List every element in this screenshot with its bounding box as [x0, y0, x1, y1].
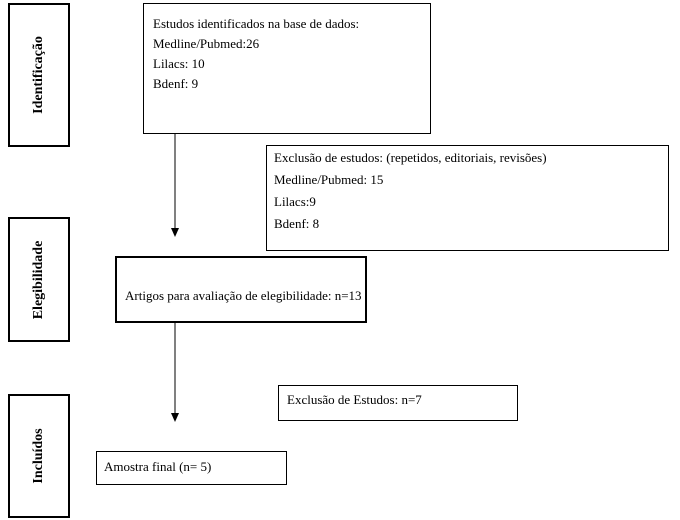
final-sample-text: Amostra final (n= 5) — [104, 459, 212, 474]
identified-item: Lilacs: 10 — [153, 56, 205, 71]
exclusion-final-box: Exclusão de Estudos: n=7 — [278, 385, 518, 421]
identified-studies-box: Estudos identificados na base de dados: … — [143, 3, 431, 134]
stage-box-identificacao: Identificação — [8, 3, 70, 147]
exclusion-heading: Exclusão de estudos: (repetidos, editori… — [274, 150, 547, 165]
identified-item: Bdenf: 9 — [153, 76, 199, 91]
stage-box-elegibilidade: Elegibilidade — [8, 217, 70, 342]
arrowhead-to-eligibility — [171, 228, 179, 237]
exclusion-item: Lilacs:9 — [274, 194, 316, 209]
stage-box-incluidos: Incluídos — [8, 394, 70, 518]
identified-heading: Estudos identificados na base de dados: — [153, 16, 360, 31]
exclusion-final-text: Exclusão de Estudos: n=7 — [287, 392, 422, 407]
exclusion-item: Medline/Pubmed: 15 — [274, 172, 384, 187]
eligibility-box: Artigos para avaliação de elegibilidade:… — [115, 256, 367, 323]
exclusion-item: Bdenf: 8 — [274, 216, 320, 231]
eligibility-text: Artigos para avaliação de elegibilidade:… — [125, 288, 362, 303]
final-sample-box: Amostra final (n= 5) — [96, 451, 287, 485]
exclusion-studies-box: Exclusão de estudos: (repetidos, editori… — [266, 145, 669, 251]
identified-item: Medline/Pubmed:26 — [153, 36, 260, 51]
arrowhead-to-final — [171, 413, 179, 422]
